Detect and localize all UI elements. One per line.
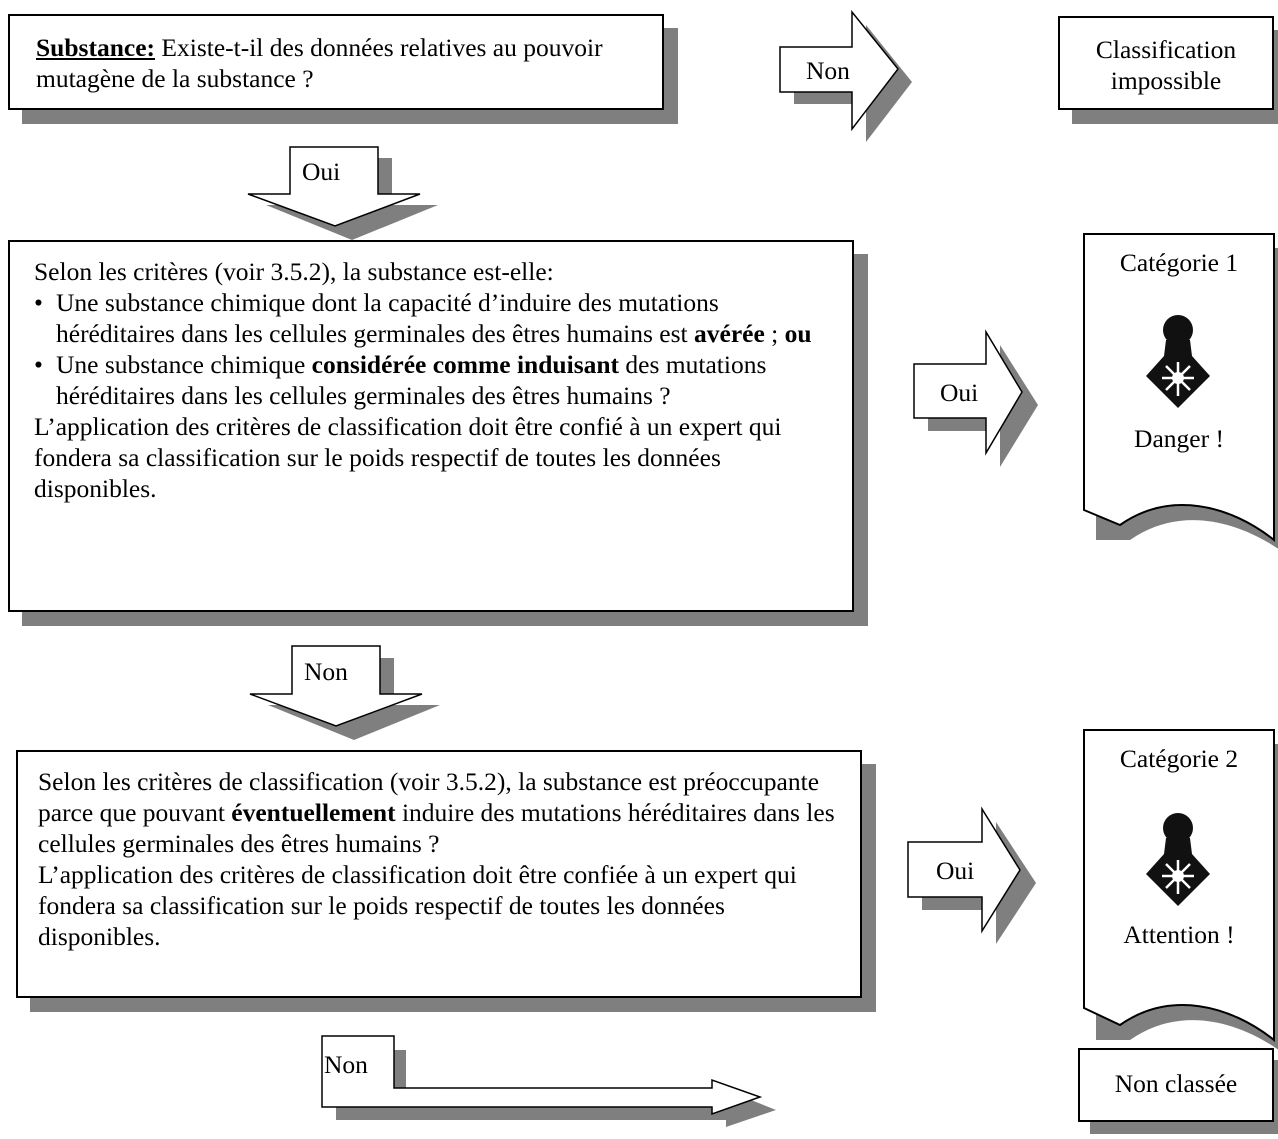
classification-impossible-text: Classification impossible [1095, 35, 1237, 95]
category-1-title: Catégorie 1 [1119, 248, 1239, 277]
question-2-intro: Selon les critères (voir 3.5.2), la subs… [34, 257, 554, 286]
criterion-2-text: Une substance chimique [56, 350, 312, 379]
question-3-text-a: Selon les critères de classification (vo… [38, 767, 820, 827]
question-2-box: Selon les critères (voir 3.5.2), la subs… [8, 240, 854, 612]
category-2-signal: Attention ! [1123, 920, 1235, 949]
question-1-text: Existe-t-il des données relatives au pou… [36, 33, 603, 93]
criterion-2-rest: des mutations héréditaires dans les cell… [56, 350, 767, 410]
health-hazard-icon [1146, 813, 1210, 906]
criterion-1-ou: ou [784, 319, 812, 348]
health-hazard-icon [1146, 315, 1210, 408]
criterion-1-bold: avérée [694, 319, 765, 348]
substance-lead: Substance: [36, 33, 156, 62]
arrow-non-long-right [321, 1035, 776, 1127]
arrow-oui-3-label: Oui [936, 856, 975, 885]
question-3-bold: éventuellement [231, 798, 396, 827]
arrow-non-1-label: Non [806, 56, 850, 85]
question-1-box: Substance: Existe-t-il des données relat… [8, 14, 664, 110]
question-2-criteria-list: Une substance chimique dont la capacité … [34, 287, 838, 411]
arrow-oui-down-1 [247, 146, 438, 240]
arrow-non-down-2 [249, 645, 440, 740]
arrow-non-3-label: Non [324, 1050, 368, 1079]
question-2-note: L’application des critères de classifica… [34, 412, 782, 503]
question-3-text-b: induire des mutations héréditaires dans … [38, 798, 835, 858]
category-2-title: Catégorie 2 [1119, 744, 1239, 773]
category-1-signal: Danger ! [1134, 424, 1224, 453]
arrow-oui-1-label: Oui [302, 157, 341, 186]
arrow-non-2-label: Non [304, 657, 348, 686]
criterion-2-bold: considérée comme induisant [311, 350, 620, 379]
arrow-oui-2-label: Oui [940, 378, 979, 407]
arrow-oui-right-2 [913, 329, 1038, 467]
non-classee-text: Non classée [1114, 1069, 1238, 1098]
non-classee-box: Non classée [1078, 1048, 1274, 1122]
question-3-text: Selon les critères de classification (vo… [38, 766, 846, 859]
arrow-non-right-1 [779, 9, 912, 142]
question-3-box: Selon les critères de classification (vo… [16, 750, 862, 998]
criterion-1-sep: ; [764, 319, 785, 348]
criterion-avere: Une substance chimique dont la capacité … [34, 287, 838, 349]
arrow-oui-right-3 [907, 806, 1036, 944]
question-3-note: L’application des critères de classifica… [38, 860, 797, 951]
classification-impossible-box: Classification impossible [1058, 16, 1274, 110]
criterion-1-text: Une substance chimique dont la capacité … [56, 288, 719, 348]
criterion-consideree: Une substance chimique considérée comme … [34, 349, 838, 411]
